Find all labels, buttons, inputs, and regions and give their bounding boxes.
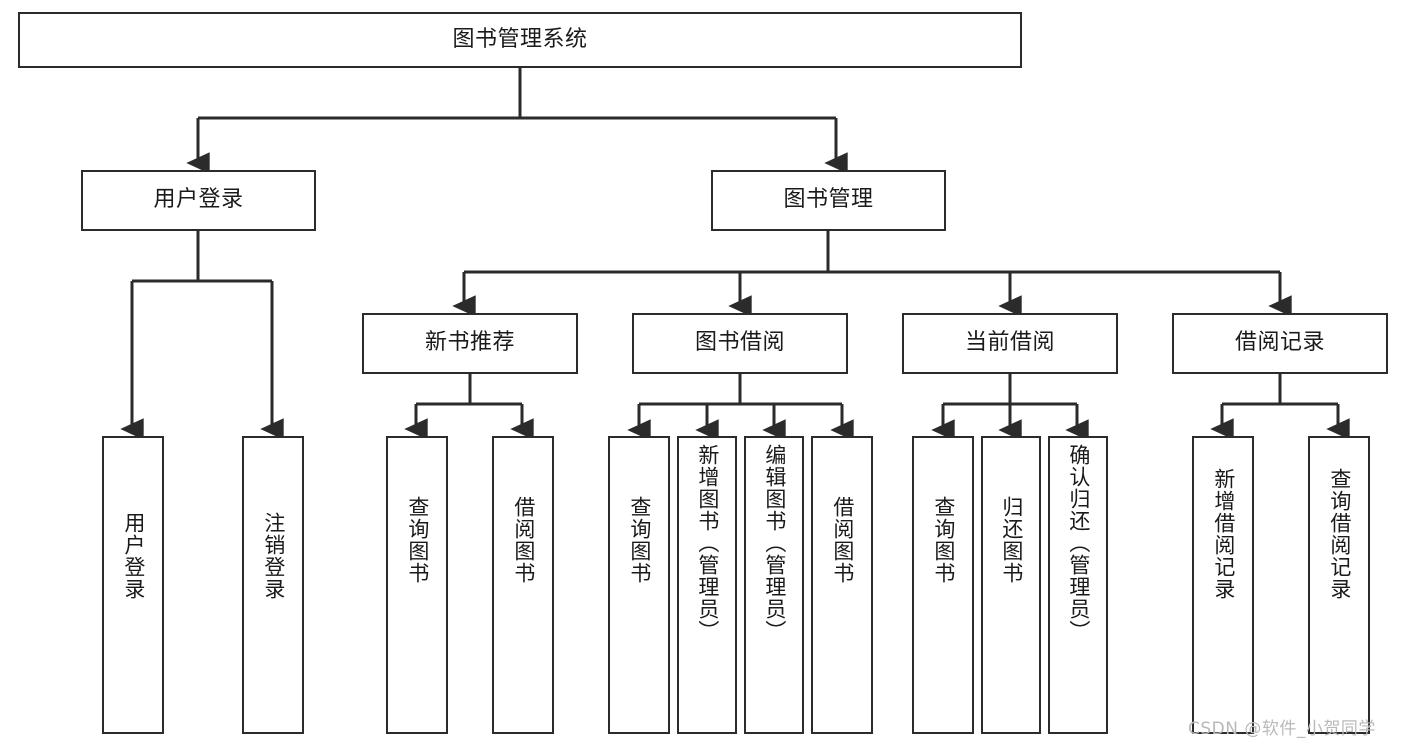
leaf-current-query-book-label: 查询图书 (931, 496, 956, 584)
leaf-new-book-borrow[interactable]: 借阅图书 (492, 436, 554, 734)
node-borrow-record-label: 借阅记录 (1234, 330, 1325, 356)
node-borrow-record[interactable]: 借阅记录 (1172, 313, 1388, 374)
node-new-book-recommend-label: 新书推荐 (424, 330, 515, 356)
leaf-record-add-label: 新增借阅记录 (1211, 468, 1236, 600)
leaf-current-return-book[interactable]: 归还图书 (981, 436, 1041, 734)
leaf-current-confirm-return[interactable]: 确认归还（管理员） (1048, 436, 1108, 734)
node-root-system-label: 图书管理系统 (452, 26, 588, 52)
node-root-system[interactable]: 图书管理系统 (18, 12, 1022, 68)
leaf-current-return-book-label: 归还图书 (999, 496, 1024, 584)
leaf-current-query-book[interactable]: 查询图书 (912, 436, 974, 734)
node-user-login[interactable]: 用户登录 (81, 170, 316, 231)
node-user-login-label: 用户登录 (153, 187, 244, 213)
leaf-borrow-add-book[interactable]: 新增图书（管理员） (677, 436, 737, 734)
node-book-management-label: 图书管理 (783, 187, 874, 213)
leaf-borrow-borrow-book[interactable]: 借阅图书 (811, 436, 873, 734)
leaf-borrow-edit-book[interactable]: 编辑图书（管理员） (744, 436, 804, 734)
leaf-new-book-query-label: 查询图书 (405, 496, 430, 584)
leaf-record-query-label: 查询借阅记录 (1327, 468, 1352, 600)
leaf-user-login-login-label: 用户登录 (121, 512, 146, 600)
leaf-new-book-query[interactable]: 查询图书 (386, 436, 448, 734)
leaf-user-login-logout-label: 注销登录 (261, 512, 286, 600)
leaf-borrow-borrow-book-label: 借阅图书 (830, 496, 855, 584)
leaf-record-query[interactable]: 查询借阅记录 (1308, 436, 1370, 734)
node-book-borrow[interactable]: 图书借阅 (632, 313, 848, 374)
node-current-borrow-label: 当前借阅 (964, 330, 1055, 356)
leaf-current-confirm-return-label: 确认归还（管理员） (1066, 444, 1091, 642)
node-current-borrow[interactable]: 当前借阅 (902, 313, 1118, 374)
node-book-borrow-label: 图书借阅 (694, 330, 785, 356)
leaf-record-add[interactable]: 新增借阅记录 (1192, 436, 1254, 734)
leaf-user-login-logout[interactable]: 注销登录 (242, 436, 304, 734)
leaf-new-book-borrow-label: 借阅图书 (511, 496, 536, 584)
leaf-borrow-query-book[interactable]: 查询图书 (608, 436, 670, 734)
leaf-borrow-edit-book-label: 编辑图书（管理员） (762, 444, 787, 642)
leaf-borrow-query-book-label: 查询图书 (627, 496, 652, 584)
leaf-borrow-add-book-label: 新增图书（管理员） (695, 444, 720, 642)
node-new-book-recommend[interactable]: 新书推荐 (362, 313, 578, 374)
leaf-user-login-login[interactable]: 用户登录 (102, 436, 164, 734)
csdn-watermark: CSDN @软件_小贺同学 (1188, 719, 1376, 739)
node-book-management[interactable]: 图书管理 (711, 170, 946, 231)
